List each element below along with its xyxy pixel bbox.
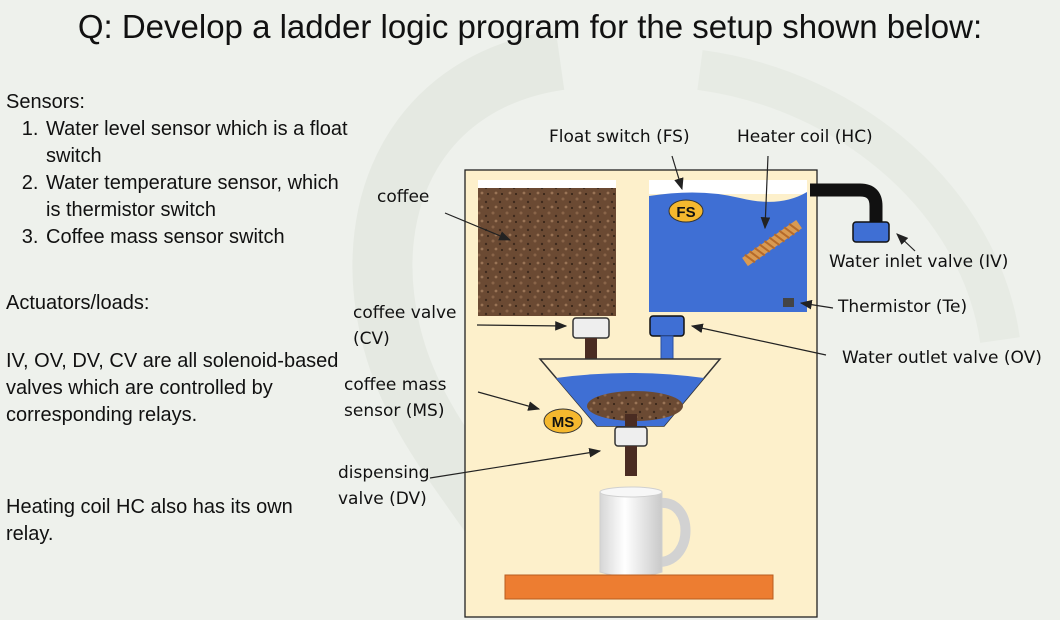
thermistor-arrow: [799, 299, 834, 310]
drip-tray: [504, 574, 774, 600]
valves-description: IV, OV, DV, CV are all solenoid-based va…: [6, 350, 339, 426]
coffee-valve: [572, 317, 610, 339]
float-switch-badge: [668, 199, 704, 223]
sensors-list: Water level sensor which is a float swit…: [6, 116, 351, 251]
heater-coil-label: Heater coil (HC): [737, 127, 873, 147]
dispensing-valve: [614, 426, 648, 447]
dispensing-valve-arrow: [429, 447, 602, 479]
heater-description: Heating coil HC also has its own relay.: [6, 496, 293, 545]
inlet-valve-arrow: [896, 233, 916, 252]
mass-sensor-badge: [543, 408, 583, 434]
dispensing-label: dispensing: [338, 463, 430, 483]
mass-sensor-arrow: [477, 391, 541, 411]
dispensing-valve-stem: [625, 446, 637, 476]
actuators-heading: Actuators/loads:: [6, 292, 150, 314]
heater-coil-arrow: [760, 155, 771, 230]
coffee-grounds: [478, 188, 616, 316]
ms-badge-text: MS: [552, 414, 575, 431]
coffee-mug: [599, 486, 691, 578]
page-title: Q: Develop a ladder logic program for th…: [77, 8, 983, 45]
coffee-valve-label-abbr: (CV): [353, 329, 390, 349]
inlet-valve-label: Water inlet valve (IV): [829, 252, 1009, 272]
sensor-item: Coffee mass sensor switch: [44, 224, 351, 251]
water-tank-top: [649, 180, 807, 194]
inlet-pipe: [810, 183, 883, 222]
sensors-section: Sensors: Water level sensor which is a f…: [6, 89, 351, 251]
coffee-container-top: [478, 180, 616, 188]
thermistor-label: Thermistor (Te): [838, 297, 968, 317]
outlet-valve-label: Water outlet valve (OV): [842, 348, 1042, 368]
funnel-coffee: [587, 391, 683, 421]
sensor-item: Water level sensor which is a float swit…: [44, 116, 351, 170]
heater-coil: [742, 220, 802, 267]
coffee-valve-arrow: [476, 321, 568, 331]
fs-badge-text: FS: [676, 204, 695, 221]
sensor-item: Water temperature sensor, which is therm…: [44, 170, 351, 224]
dispensing-valve-stem-top: [625, 414, 637, 428]
float-switch-arrow: [671, 155, 684, 191]
water-outlet-valve: [649, 315, 685, 337]
coffee-mass-label-abbr: sensor (MS): [344, 401, 445, 421]
coffee-mass-label: coffee mass: [344, 375, 447, 395]
outlet-valve-arrow: [690, 323, 827, 356]
coffee-label: coffee: [377, 187, 430, 207]
sensors-heading: Sensors:: [6, 91, 85, 113]
coffee-arrow: [444, 212, 512, 241]
thermistor: [783, 298, 794, 307]
float-switch-label: Float switch (FS): [549, 127, 690, 147]
inlet-valve: [852, 221, 890, 243]
dispensing-label-abbr: valve (DV): [338, 489, 427, 509]
coffee-valve-label: coffee valve: [353, 303, 457, 323]
